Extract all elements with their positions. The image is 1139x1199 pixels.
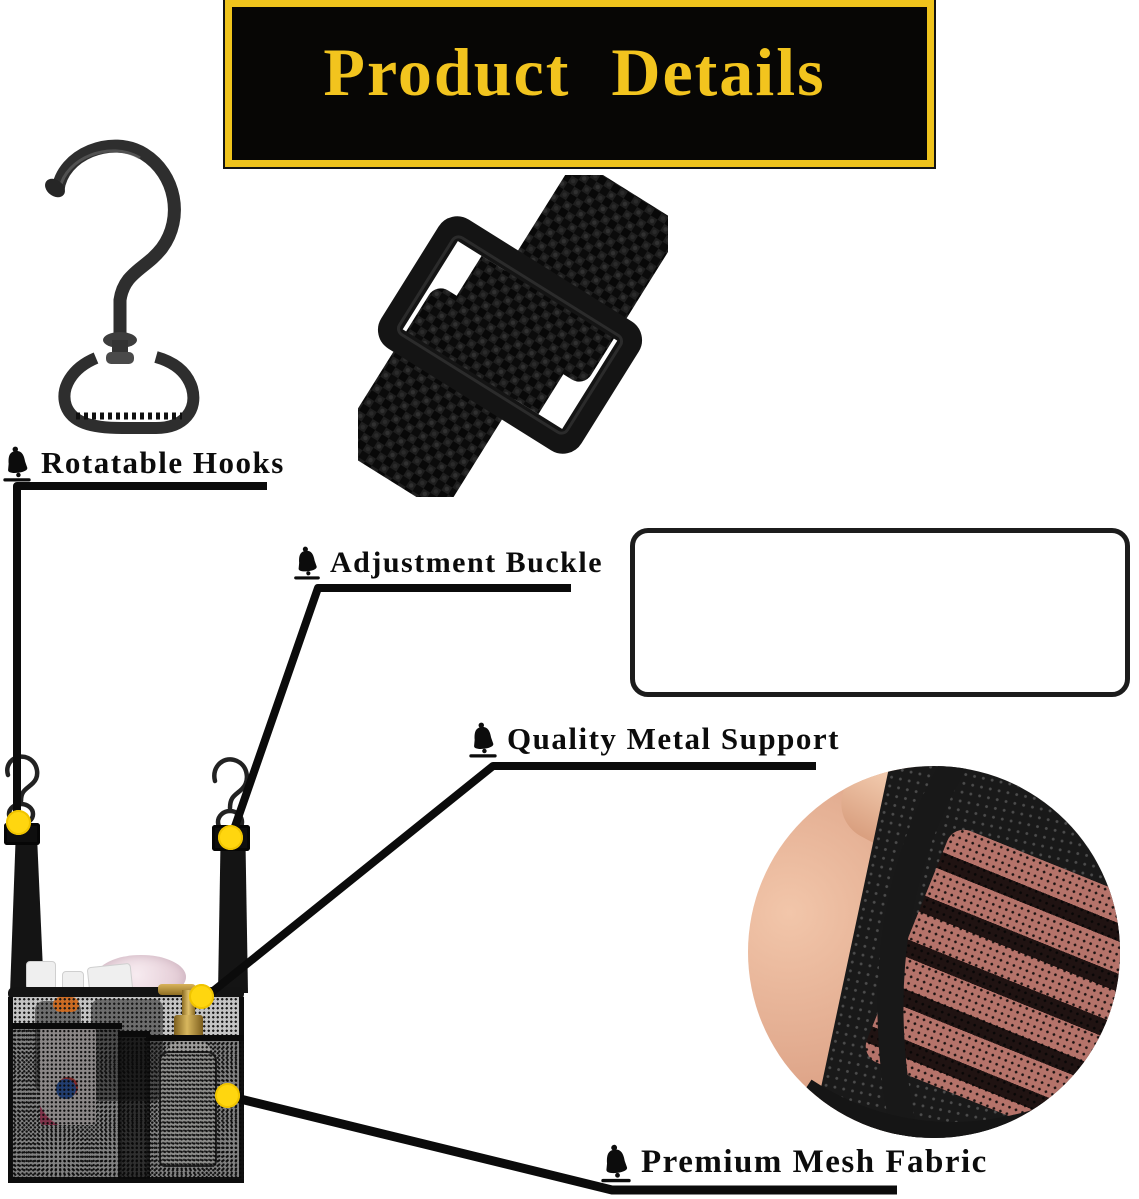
- callout-label: Rotatable Hooks: [41, 445, 285, 480]
- highlight-dot: [215, 1083, 240, 1108]
- highlight-dot: [218, 825, 243, 850]
- mesh-fabric-photo: [748, 766, 1120, 1138]
- bell-icon: [601, 1144, 631, 1183]
- callout-label: Adjustment Buckle: [330, 546, 604, 579]
- callout-quality-metal-support: Quality Metal Support: [468, 721, 840, 758]
- bottle-cap: [26, 961, 56, 990]
- rotatable-hook-photo: [45, 139, 200, 434]
- front-left-pocket: [12, 1023, 122, 1179]
- mesh-trim-band: [800, 766, 1056, 1138]
- bell-icon: [3, 446, 31, 482]
- highlight-dot: [189, 984, 214, 1009]
- pocket-divider: [118, 1031, 150, 1179]
- callout-adjustment-buckle: Adjustment Buckle: [293, 546, 603, 580]
- metal-support-frame-photo: [630, 528, 1130, 697]
- dispenser-nozzle: [158, 984, 196, 995]
- right-strap: [218, 849, 248, 993]
- title-banner: Product Details: [225, 0, 934, 167]
- callout-label: Premium Mesh Fabric: [641, 1144, 988, 1180]
- bell-icon: [294, 546, 320, 580]
- mesh-organizer-photo: [0, 745, 262, 1199]
- adjustment-buckle-photo: [358, 175, 668, 497]
- highlight-dot: [6, 810, 31, 835]
- callout-rotatable-hooks: Rotatable Hooks: [2, 445, 285, 482]
- callout-label: Quality Metal Support: [507, 721, 840, 756]
- page-title: Product Details: [323, 34, 826, 110]
- bell-icon: [469, 722, 497, 758]
- orange-item: [53, 997, 79, 1012]
- callout-premium-mesh-fabric: Premium Mesh Fabric: [600, 1144, 988, 1183]
